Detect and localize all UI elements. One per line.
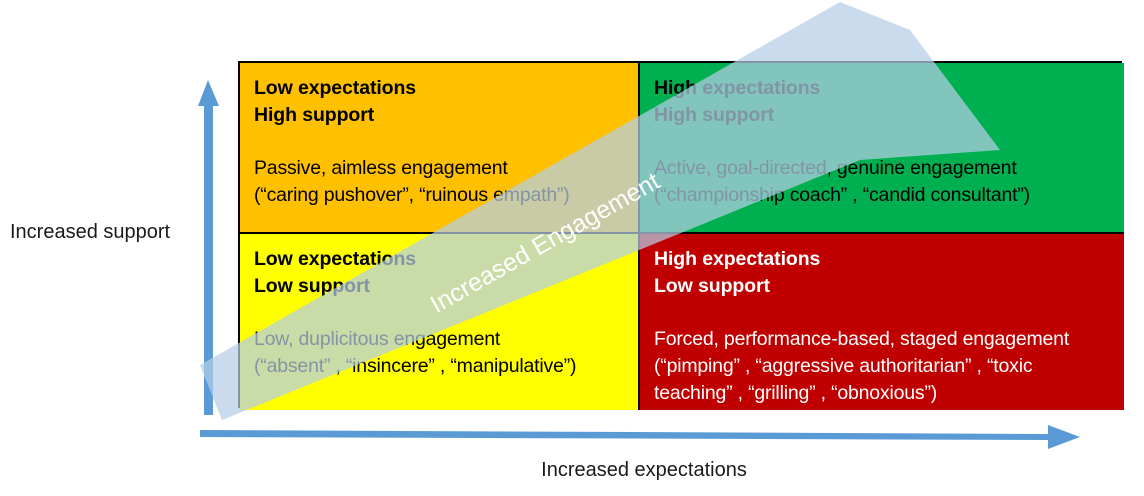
quadrant-heading-line1: High expectations: [654, 77, 821, 99]
y-axis-label: Increased support: [10, 221, 171, 243]
quadrant-heading: High expectations Low support: [654, 246, 1110, 300]
quadrant-low-expectations-high-support: Low expectations High support Passive, a…: [240, 63, 640, 234]
quadrant-heading-line2: High support: [654, 104, 775, 126]
quadrant-body: Low, duplicitous engagement (“absent” , …: [254, 326, 624, 380]
quadrant-heading-line2: High support: [254, 104, 375, 126]
quadrant-body-line1: Low, duplicitous engagement: [254, 328, 501, 350]
quadrant-body-line1: Forced, performance-based, staged engage…: [654, 328, 1070, 350]
x-axis-label: Increased expectations: [541, 459, 747, 481]
quadrant-body-line2: (“caring pushover”, “ruinous empath”): [254, 184, 570, 206]
x-axis-arrow-icon: [200, 425, 1080, 449]
quadrant-heading-line2: Low support: [254, 275, 370, 297]
quadrant-heading: High expectations High support: [654, 75, 1110, 129]
quadrant-heading-line1: Low expectations: [254, 248, 417, 270]
quadrant-body-line3: teaching” , “grilling” , “obnoxious”): [654, 382, 938, 404]
quadrant-heading-line1: High expectations: [654, 248, 821, 270]
expectations-support-matrix: Low expectations High support Passive, a…: [238, 61, 1124, 410]
quadrant-high-expectations-high-support: High expectations High support Active, g…: [640, 63, 1124, 234]
quadrant-body-line2: (“pimping” , “aggressive authoritarian” …: [654, 355, 1033, 377]
quadrant-body-line1: Active, goal-directed, genuine engagemen…: [654, 157, 1017, 179]
quadrant-heading: Low expectations High support: [254, 75, 624, 129]
quadrant-high-expectations-low-support: High expectations Low support Forced, pe…: [640, 234, 1124, 410]
quadrant-heading: Low expectations Low support: [254, 246, 624, 300]
quadrant-body: Active, goal-directed, genuine engagemen…: [654, 155, 1110, 209]
quadrant-body-line2: (“championship coach” , “candid consulta…: [654, 184, 1030, 206]
quadrant-low-expectations-low-support: Low expectations Low support Low, duplic…: [240, 234, 640, 410]
quadrant-body: Passive, aimless engagement (“caring pus…: [254, 155, 624, 209]
quadrant-body-line1: Passive, aimless engagement: [254, 157, 508, 179]
quadrant-body-line2: (“absent” , “insincere” , “manipulative”…: [254, 355, 577, 377]
quadrant-body: Forced, performance-based, staged engage…: [654, 326, 1110, 407]
quadrant-heading-line1: Low expectations: [254, 77, 417, 99]
y-axis-arrow-icon: [198, 80, 219, 415]
quadrant-heading-line2: Low support: [654, 275, 770, 297]
